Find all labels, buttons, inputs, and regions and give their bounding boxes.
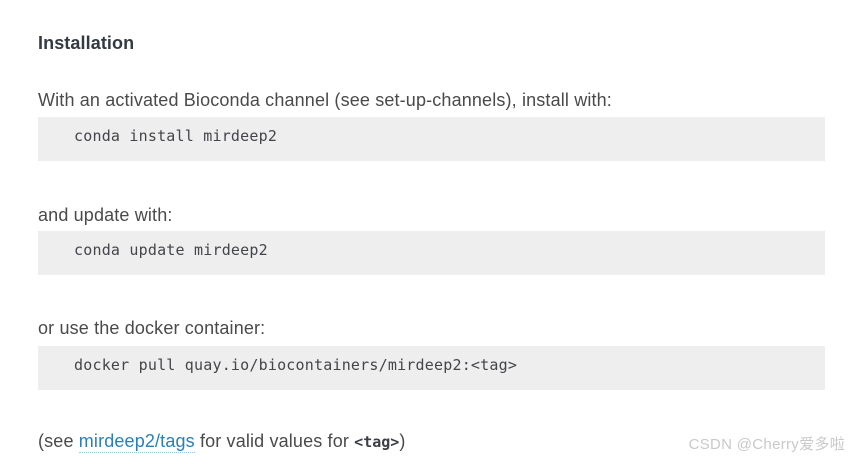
code-text: conda install mirdeep2 <box>74 127 278 145</box>
paragraph-docker-intro: or use the docker container: <box>38 318 266 338</box>
code-block-docker-pull[interactable]: docker pull quay.io/biocontainers/mirdee… <box>38 346 825 390</box>
code-block-conda-install[interactable]: conda install mirdeep2 <box>38 117 825 161</box>
code-block-conda-update[interactable]: conda update mirdeep2 <box>38 231 825 275</box>
csdn-watermark: CSDN @Cherry爱多啦 <box>688 436 845 453</box>
paragraph-update-intro: and update with: <box>38 205 173 225</box>
code-text: conda update mirdeep2 <box>74 241 268 259</box>
inline-code-tag: <tag> <box>354 433 400 451</box>
paragraph-install-intro: With an activated Bioconda channel (see … <box>38 90 612 110</box>
tag-note-middle: for valid values for <box>194 431 355 451</box>
page-title: Installation <box>38 32 135 53</box>
tag-note-prefix: (see <box>38 431 79 451</box>
link-mirdeep2-tags[interactable]: mirdeep2/tags <box>78 431 195 453</box>
tag-note-suffix: ) <box>399 431 406 451</box>
paragraph-tag-note: (see mirdeep2/tags for valid values for … <box>38 429 405 454</box>
code-text: docker pull quay.io/biocontainers/mirdee… <box>74 356 518 374</box>
